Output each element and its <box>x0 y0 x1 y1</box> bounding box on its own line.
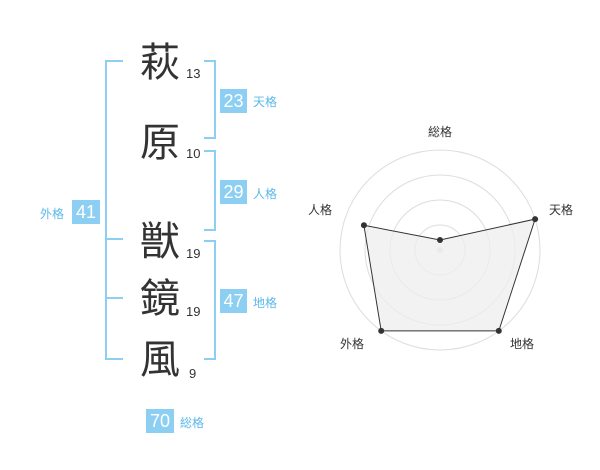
soukaku-label: 総格 <box>180 416 205 430</box>
radar-point-1 <box>532 216 539 223</box>
chikaku-value: 47 <box>220 289 247 313</box>
gaikaku-value: 41 <box>72 200 100 224</box>
radar-point-0 <box>437 237 443 243</box>
gaikaku-bracket-tick-top <box>105 238 123 240</box>
radar-data-points <box>360 216 539 334</box>
name-char-3: 獣 <box>140 219 180 265</box>
radar-point-4 <box>360 222 367 229</box>
jinkaku-value: 29 <box>220 180 247 204</box>
radar-axis-label-jinkaku: 人格 <box>308 203 333 217</box>
tenkaku-label: 天格 <box>253 95 278 109</box>
name-char-2: 原 <box>140 120 180 166</box>
tenkaku-bracket <box>204 60 216 139</box>
stroke-count-4: 19 <box>186 304 201 319</box>
radar-point-3 <box>378 327 385 334</box>
gaikaku-bracket <box>105 60 123 360</box>
name-char-5: 風 <box>140 337 180 383</box>
stroke-count-5: 9 <box>189 366 197 381</box>
radar-axis-label-gaikaku: 外格 <box>340 337 365 351</box>
radar-grid-ring <box>339 149 541 351</box>
stroke-count-2: 10 <box>186 146 201 161</box>
radar-point-2 <box>495 327 502 334</box>
gaikaku-label: 外格 <box>40 207 65 221</box>
tenkaku-value: 23 <box>220 89 247 113</box>
radar-chart <box>339 149 541 351</box>
jinkaku-label: 人格 <box>253 187 278 201</box>
soukaku-value: 70 <box>146 409 174 433</box>
radar-axis-label-chikaku: 地格 <box>510 337 535 351</box>
stroke-count-1: 13 <box>186 66 201 81</box>
gaikaku-bracket-tick-bottom <box>105 297 123 299</box>
chikaku-bracket <box>204 240 216 360</box>
name-char-4: 鏡 <box>140 276 180 322</box>
stroke-count-3: 19 <box>186 246 201 261</box>
radar-axis-label-tenkaku: 天格 <box>549 203 574 217</box>
radar-axis-label-soukaku: 総格 <box>428 125 453 139</box>
name-char-1: 萩 <box>140 40 180 86</box>
jinkaku-bracket <box>204 150 216 231</box>
radar-data-area <box>363 218 536 332</box>
chikaku-label: 地格 <box>253 296 278 310</box>
